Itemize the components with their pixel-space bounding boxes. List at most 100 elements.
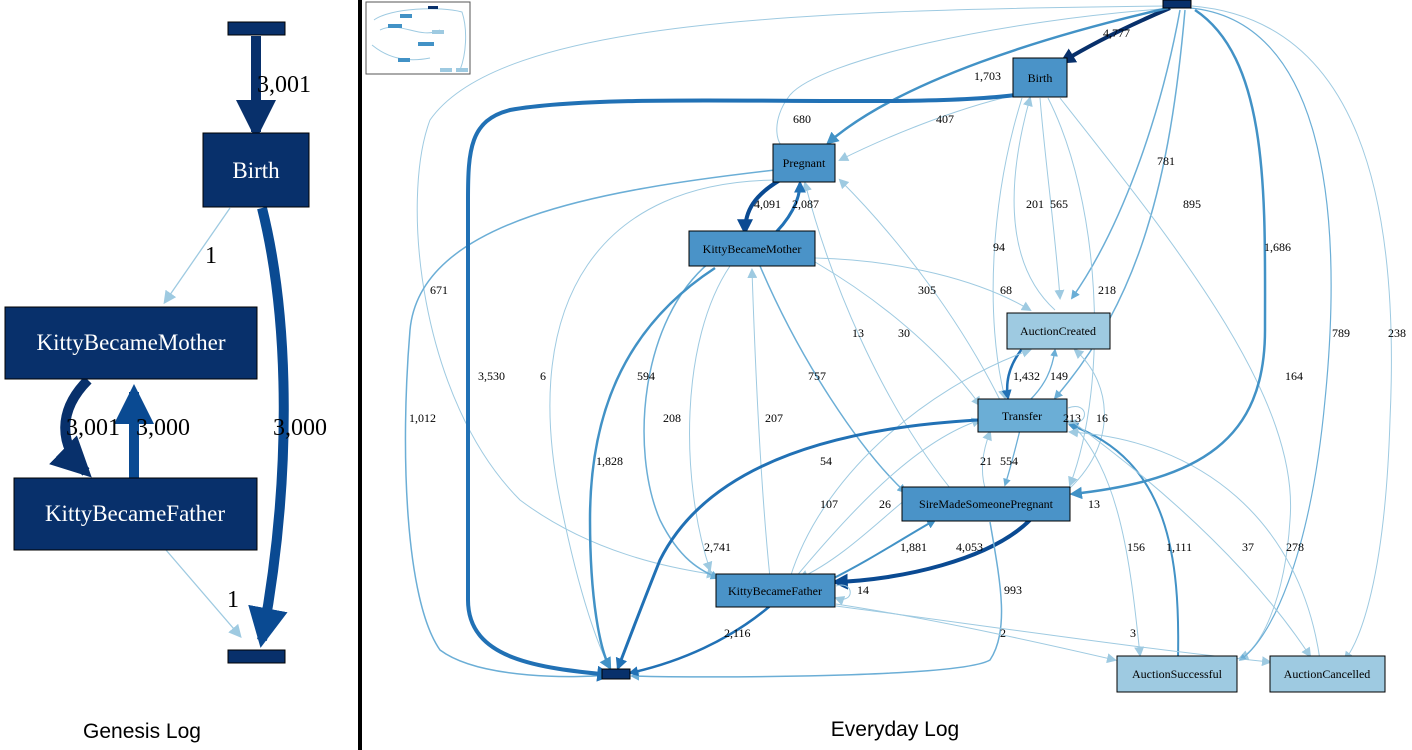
label-2741: 2,741 [704, 540, 731, 554]
edge-mother-father-594 [643, 261, 720, 580]
edge-sire-pregnant-13 [802, 181, 951, 489]
node-auction-cancelled: AuctionCancelled [1269, 655, 1386, 693]
edge-father-sire-1881 [829, 519, 937, 581]
edge-birth-end-3530 [466, 93, 1016, 682]
label-207: 207 [765, 411, 783, 425]
label-68: 68 [1000, 283, 1012, 297]
label-1828: 1,828 [596, 454, 623, 468]
edge-start-father-671 [416, 5, 1171, 579]
node-auction-created-label: AuctionCreated [1020, 324, 1096, 338]
edge-mother-auction-68 [814, 257, 1032, 312]
edge-sire-father-26 [798, 499, 906, 580]
edge-birth-sire-218 [1047, 97, 1096, 487]
label-201: 201 [1026, 197, 1044, 211]
edge-pregnant-end-1012 [404, 169, 776, 681]
label-895: 895 [1183, 197, 1201, 211]
genesis-node-father: KittyBecameFather [13, 477, 258, 551]
label-164: 164 [1285, 369, 1303, 383]
label-14: 14 [857, 583, 869, 597]
label-54: 54 [820, 454, 832, 468]
edge-mother-father-208 [689, 265, 731, 572]
edge-father-auction-54 [789, 348, 1032, 579]
edge-birth-auction-565 [1039, 97, 1065, 300]
node-pregnant-label: Pregnant [783, 156, 826, 170]
label-305: 305 [918, 283, 936, 297]
edge-transfer-auction-149 [1029, 348, 1058, 401]
label-757: 757 [808, 369, 826, 383]
edge-father-end-2116 [628, 605, 771, 677]
genesis-label-father-mother: 3,000 [136, 415, 190, 441]
label-107: 107 [820, 497, 838, 511]
label-407: 407 [936, 112, 954, 126]
edge-sire-transfer-21 [982, 430, 992, 489]
edge-sire-auction-16 [1069, 348, 1105, 489]
node-transfer-label: Transfer [1002, 409, 1042, 423]
genesis-node-birth: Birth [202, 132, 310, 208]
node-auction-cancelled-label: AuctionCancelled [1284, 667, 1371, 681]
node-sire: SireMadeSomeonePregnant [901, 486, 1071, 522]
genesis-node-mother: KittyBecameMother [4, 306, 258, 380]
label-30: 30 [898, 326, 910, 340]
edge-mother-sire-757 [759, 265, 907, 494]
genesis-caption: Genesis Log [83, 720, 201, 743]
node-auction-successful-label: AuctionSuccessful [1132, 667, 1223, 681]
label-156: 156 [1127, 540, 1145, 554]
label-3: 3 [1130, 626, 1136, 640]
label-21: 21 [980, 454, 992, 468]
label-13b: 13 [1088, 497, 1100, 511]
label-149: 149 [1050, 369, 1068, 383]
genesis-edge-mother-father [49, 376, 92, 478]
node-sire-label: SireMadeSomeonePregnant [919, 497, 1054, 511]
label-1012: 1,012 [409, 411, 436, 425]
edge-father-self-14 [834, 584, 851, 606]
node-birth: Birth [1012, 57, 1068, 98]
label-218: 218 [1098, 283, 1116, 297]
edge-pregnant-mother-4091 [737, 178, 782, 236]
genesis-label-mother-father: 3,001 [66, 415, 120, 441]
label-3530: 3,530 [478, 369, 505, 383]
edge-auction-birth-201 [1013, 96, 1056, 311]
node-pregnant: Pregnant [772, 143, 836, 183]
everyday-edges [404, 5, 1392, 682]
edge-start-pregnant-680 [776, 7, 1176, 155]
edge-mother-end-1828 [588, 266, 716, 671]
node-father-label: KittyBecameFather [728, 584, 822, 598]
edge-transfer-cancel-37 [1069, 419, 1312, 658]
label-565: 565 [1050, 197, 1068, 211]
label-4777: 4,777 [1103, 26, 1130, 40]
edge-start-birth-4777 [1059, 6, 1171, 64]
node-transfer: Transfer [977, 398, 1068, 433]
label-4053: 4,053 [956, 540, 983, 554]
label-680: 680 [793, 112, 811, 126]
label-278: 278 [1286, 540, 1304, 554]
genesis-label-start-birth: 3,001 [257, 72, 311, 98]
label-594: 594 [637, 369, 655, 383]
edge-father-mother-207 [747, 268, 771, 579]
genesis-edge-father-end [165, 549, 242, 638]
label-238: 238 [1388, 326, 1406, 340]
label-1686: 1,686 [1264, 240, 1291, 254]
edge-transfer-end-2741 [615, 418, 979, 671]
genesis-edge-birth-mother [163, 207, 231, 305]
node-mother: KittyBecameMother [688, 230, 816, 267]
everyday-caption: Everyday Log [831, 718, 959, 741]
node-auction-created: AuctionCreated [1006, 312, 1111, 350]
minimap[interactable] [365, 1, 471, 75]
label-1703: 1,703 [974, 69, 1001, 83]
node-father: KittyBecameFather [715, 573, 836, 608]
edge-start-pregnant-1703 [826, 6, 1169, 145]
genesis-node-father-label: KittyBecameFather [45, 501, 225, 526]
label-781: 781 [1157, 154, 1175, 168]
label-4091: 4,091 [754, 197, 781, 211]
edge-transfer-succ-156 [1067, 419, 1145, 657]
node-mother-label: KittyBecameMother [703, 242, 802, 256]
genesis-label-birth-mother: 1 [205, 243, 217, 269]
label-993: 993 [1004, 583, 1022, 597]
edge-birth-pregnant-407 [838, 94, 1016, 161]
node-birth-label: Birth [1028, 71, 1053, 85]
label-2: 2 [1000, 626, 1006, 640]
label-671: 671 [430, 283, 448, 297]
edge-succ-transfer-1111 [1068, 422, 1180, 661]
label-1111: 1,111 [1166, 540, 1192, 554]
genesis-label-father-end: 1 [227, 587, 239, 613]
